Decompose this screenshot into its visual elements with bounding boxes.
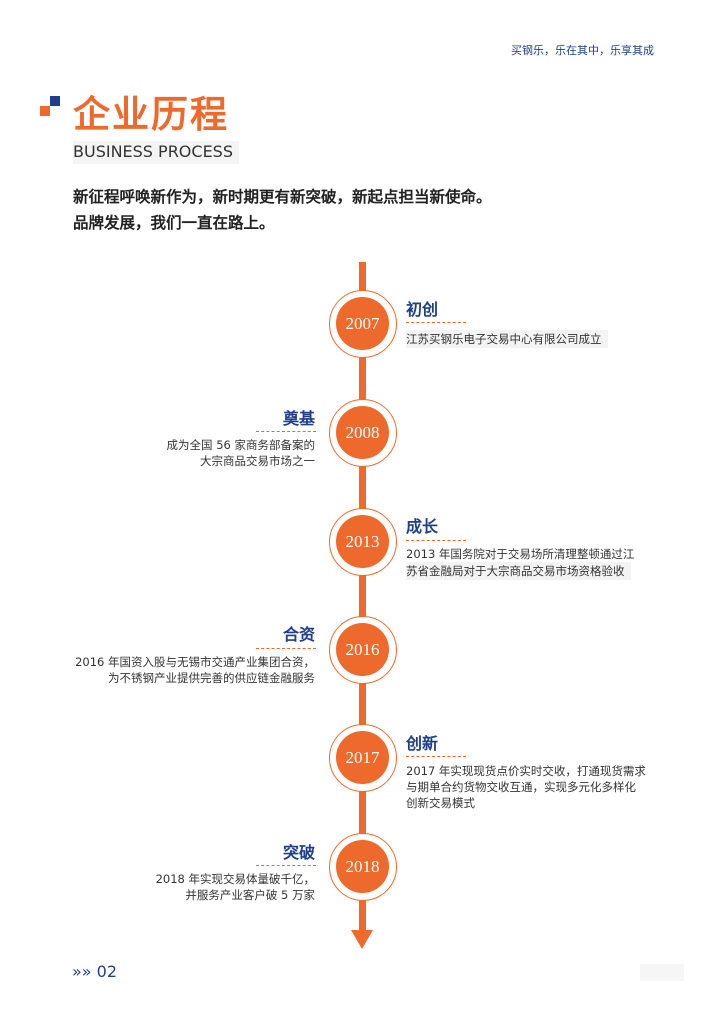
timeline-node-2013: 2013 bbox=[329, 508, 397, 576]
event-title: 初创 bbox=[406, 300, 439, 319]
event-title: 成长 bbox=[406, 517, 439, 536]
event-title: 合资 bbox=[282, 625, 315, 644]
event-description-line: 并服务产业客户破 5 万家 bbox=[185, 888, 315, 902]
year-label: 2016 bbox=[336, 623, 389, 676]
timeline-arrow-icon bbox=[351, 930, 373, 949]
event-description-line: 为不锈钢产业提供完善的供应链金融服务 bbox=[108, 671, 315, 685]
title-square-blue bbox=[50, 96, 60, 106]
event-divider bbox=[406, 540, 466, 541]
timeline-node-2008: 2008 bbox=[329, 399, 397, 467]
timeline-node-2017: 2017 bbox=[329, 724, 397, 792]
event-title: 突破 bbox=[282, 843, 315, 862]
title-square-orange bbox=[40, 106, 50, 116]
event-title: 奠基 bbox=[282, 409, 315, 428]
intro-text: 新征程呼唤新作为，新时期更有新突破，新起点担当新使命。 品牌发展，我们一直在路上… bbox=[73, 184, 492, 236]
event-description: 江苏买钢乐电子交易中心有限公司成立 bbox=[406, 330, 608, 348]
event-description: 2013 年国务院对于交易场所清理整顿通过江 苏省金融局对于大宗商品交易市场资格… bbox=[406, 546, 634, 580]
event-divider bbox=[256, 865, 316, 866]
intro-line: 品牌发展，我们一直在路上。 bbox=[73, 214, 275, 232]
event-description-line: 与期单合约货物交收互通，实现多元化多样化 bbox=[406, 780, 636, 794]
event-description-line: 成为全国 56 家商务部备案的 bbox=[166, 438, 315, 452]
event-description-line: 江苏买钢乐电子交易中心有限公司成立 bbox=[406, 330, 608, 348]
event-divider bbox=[256, 431, 316, 432]
timeline-node-2007: 2007 bbox=[329, 290, 397, 358]
event-description: 2016 年国资入股与无锡市交通产业集团合资， 为不锈钢产业提供完善的供应链金融… bbox=[75, 654, 315, 686]
timeline-spine bbox=[359, 262, 366, 930]
page-subtitle: BUSINESS PROCESS bbox=[73, 141, 239, 164]
timeline-node-2018: 2018 bbox=[329, 833, 397, 901]
year-label: 2018 bbox=[336, 840, 389, 893]
event-description-line: 2016 年国资入股与无锡市交通产业集团合资， bbox=[75, 655, 315, 669]
event-description-line: 2017 年实现现货点价实时交收，打通现货需求 bbox=[406, 764, 646, 778]
event-divider bbox=[406, 756, 466, 757]
event-description-line: 2013 年国务院对于交易场所清理整顿通过江 bbox=[406, 547, 635, 561]
year-label: 2013 bbox=[336, 515, 389, 568]
event-description: 2017 年实现现货点价实时交收，打通现货需求 与期单合约货物交收互通，实现多元… bbox=[406, 763, 646, 811]
year-label: 2017 bbox=[336, 731, 389, 784]
page-title: 企业历程 bbox=[73, 93, 229, 136]
event-description: 成为全国 56 家商务部备案的 大宗商品交易市场之一 bbox=[167, 437, 315, 469]
footer-box bbox=[640, 964, 684, 981]
event-divider bbox=[256, 648, 316, 649]
year-label: 2008 bbox=[336, 406, 389, 459]
page-number: »» 02 bbox=[72, 962, 118, 981]
header-slogan: 买钢乐，乐在其中，乐享其成 bbox=[511, 44, 654, 57]
event-description-line: 大宗商品交易市场之一 bbox=[200, 454, 315, 468]
event-divider bbox=[406, 322, 466, 323]
event-description: 2018 年实现交易体量破千亿， 并服务产业客户破 5 万家 bbox=[156, 871, 315, 903]
event-title: 创新 bbox=[406, 734, 439, 753]
event-description-line: 2018 年实现交易体量破千亿， bbox=[155, 872, 315, 886]
event-description-line: 创新交易模式 bbox=[406, 796, 475, 810]
timeline-node-2016: 2016 bbox=[329, 616, 397, 684]
year-label: 2007 bbox=[336, 297, 389, 350]
intro-line: 新征程呼唤新作为，新时期更有新突破，新起点担当新使命。 bbox=[73, 188, 492, 206]
event-description-line: 苏省金融局对于大宗商品交易市场资格验收 bbox=[406, 562, 631, 580]
